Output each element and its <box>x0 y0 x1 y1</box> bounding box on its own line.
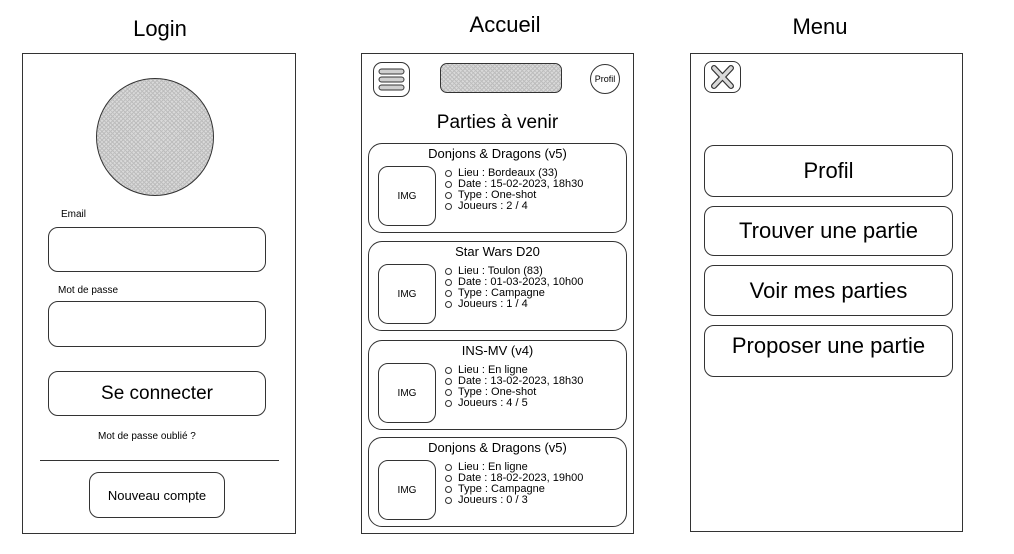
password-field[interactable] <box>48 301 266 347</box>
avatar <box>96 78 214 196</box>
game-card[interactable]: INS-MV (v4) IMG Lieu : En ligne Date : 1… <box>368 340 627 430</box>
close-icon <box>711 65 734 89</box>
game-detail-players: Joueurs : 4 / 5 <box>445 398 583 409</box>
connect-button[interactable]: Se connecter <box>48 371 266 416</box>
hamburger-button[interactable] <box>373 62 410 97</box>
radio-icon <box>445 400 452 407</box>
menu-item-profil[interactable]: Profil <box>704 145 953 197</box>
game-detail-location: Lieu : Bordeaux (33) <box>445 168 583 179</box>
game-title: Donjons & Dragons (v5) <box>428 146 567 161</box>
radio-icon <box>445 279 452 286</box>
game-detail-type: Type : Campagne <box>445 288 583 299</box>
menu-item-propose-game[interactable]: Proposer une partie <box>704 325 953 377</box>
radio-icon <box>445 301 452 308</box>
menu-item-find-game[interactable]: Trouver une partie <box>704 206 953 256</box>
menu-icon <box>378 68 405 91</box>
game-detail-date: Date : 15-02-2023, 18h30 <box>445 179 583 190</box>
game-image: IMG <box>378 460 436 520</box>
forgot-password-link[interactable]: Mot de passe oublié ? <box>98 431 196 442</box>
game-card[interactable]: Star Wars D20 IMG Lieu : Toulon (83) Dat… <box>368 241 627 331</box>
game-detail-type: Type : One-shot <box>445 190 583 201</box>
game-title: Star Wars D20 <box>455 244 540 259</box>
radio-icon <box>445 378 452 385</box>
menu-item-my-games[interactable]: Voir mes parties <box>704 265 953 316</box>
game-image: IMG <box>378 363 436 423</box>
login-title: Login <box>133 16 187 41</box>
game-detail-location: Lieu : Toulon (83) <box>445 266 583 277</box>
game-detail-players: Joueurs : 2 / 4 <box>445 201 583 212</box>
game-image: IMG <box>378 264 436 324</box>
radio-icon <box>445 192 452 199</box>
email-label: Email <box>61 209 87 220</box>
radio-icon <box>445 475 452 482</box>
game-detail-date: Date : 18-02-2023, 19h00 <box>445 473 583 484</box>
game-detail-players: Joueurs : 1 / 4 <box>445 299 583 310</box>
radio-icon <box>445 290 452 297</box>
radio-icon <box>445 203 452 210</box>
game-detail-location: Lieu : En ligne <box>445 462 583 473</box>
radio-icon <box>445 389 452 396</box>
email-field[interactable] <box>48 227 266 272</box>
close-button[interactable] <box>704 61 741 93</box>
game-detail-date: Date : 13-02-2023, 18h30 <box>445 376 583 387</box>
game-title: Donjons & Dragons (v5) <box>428 440 567 455</box>
game-title: INS-MV (v4) <box>461 343 534 358</box>
radio-icon <box>445 486 452 493</box>
game-detail-players: Joueurs : 0 / 3 <box>445 495 583 506</box>
radio-icon <box>445 170 452 177</box>
game-detail-type: Type : One-shot <box>445 387 583 398</box>
game-detail-date: Date : 01-03-2023, 10h00 <box>445 277 583 288</box>
game-detail-type: Type : Campagne <box>445 484 583 495</box>
menu-title: Menu <box>792 14 848 39</box>
radio-icon <box>445 497 452 504</box>
game-card[interactable]: Donjons & Dragons (v5) IMG Lieu : En lig… <box>368 437 627 527</box>
radio-icon <box>445 268 452 275</box>
radio-icon <box>445 181 452 188</box>
divider <box>40 460 279 461</box>
game-detail-location: Lieu : En ligne <box>445 365 583 376</box>
radio-icon <box>445 464 452 471</box>
profile-button[interactable]: Profil <box>590 64 620 94</box>
radio-icon <box>445 367 452 374</box>
password-label: Mot de passe <box>58 285 119 296</box>
search-bar[interactable] <box>440 63 562 93</box>
section-title: Parties à venir <box>436 112 559 133</box>
game-card[interactable]: Donjons & Dragons (v5) IMG Lieu : Bordea… <box>368 143 627 233</box>
game-image: IMG <box>378 166 436 226</box>
new-account-button[interactable]: Nouveau compte <box>89 472 225 518</box>
accueil-title: Accueil <box>469 12 541 37</box>
